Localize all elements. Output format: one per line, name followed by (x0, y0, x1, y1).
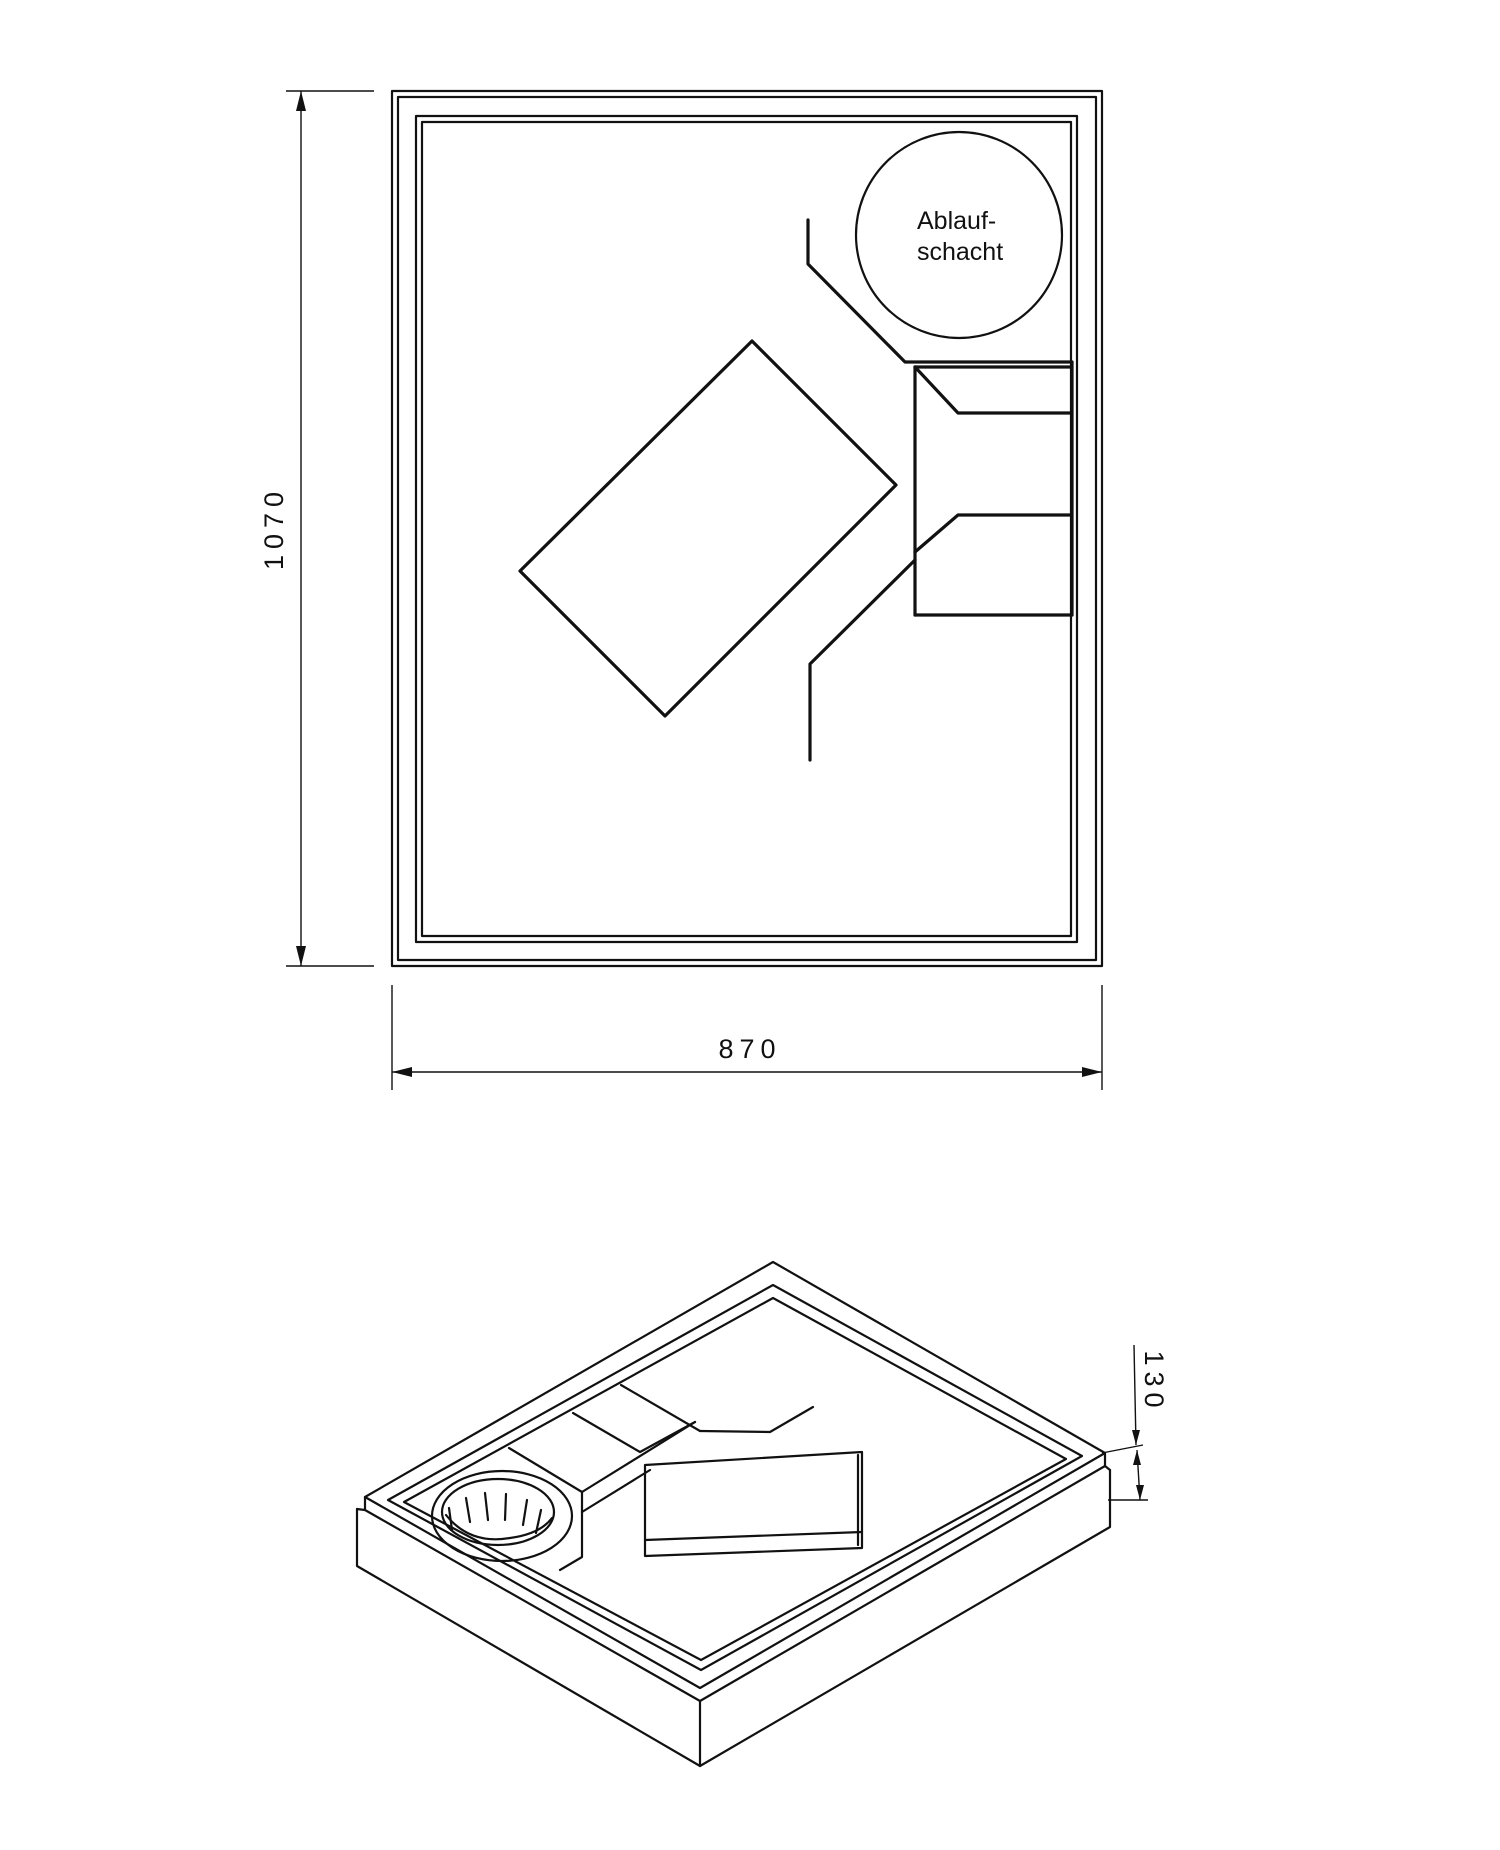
tray-outer-edge (390, 89, 1104, 968)
tray-inner-rim (414, 114, 1079, 944)
iso-rim-inner (386, 1283, 1084, 1672)
height-dimension-label: 1070 (259, 486, 289, 570)
drain-label-line2: schacht (917, 238, 1003, 266)
depth-dimension-label: 130 (1139, 1350, 1169, 1413)
tray-outer-edge-inner (396, 95, 1098, 962)
drain-label-line1: Ablauf- (917, 207, 996, 235)
width-dimension: 870 (391, 985, 1103, 1090)
iso-insert-plate (643, 1450, 864, 1558)
drain-channel (806, 218, 1074, 762)
drain-shaft-circle (854, 130, 1064, 340)
depth-dimension: 130 (1101, 1344, 1169, 1501)
top-view: Ablauf- schacht 1070 (259, 89, 1104, 1090)
height-dimension: 1070 (259, 90, 374, 967)
iso-rim-outer (363, 1260, 1107, 1690)
iso-view: 130 (355, 1260, 1169, 1768)
iso-basin-inner (402, 1296, 1068, 1662)
width-dimension-label: 870 (718, 1034, 781, 1064)
insert-plate (518, 339, 898, 718)
iso-channel (507, 1383, 815, 1572)
iso-drain-bowl (430, 1469, 574, 1563)
